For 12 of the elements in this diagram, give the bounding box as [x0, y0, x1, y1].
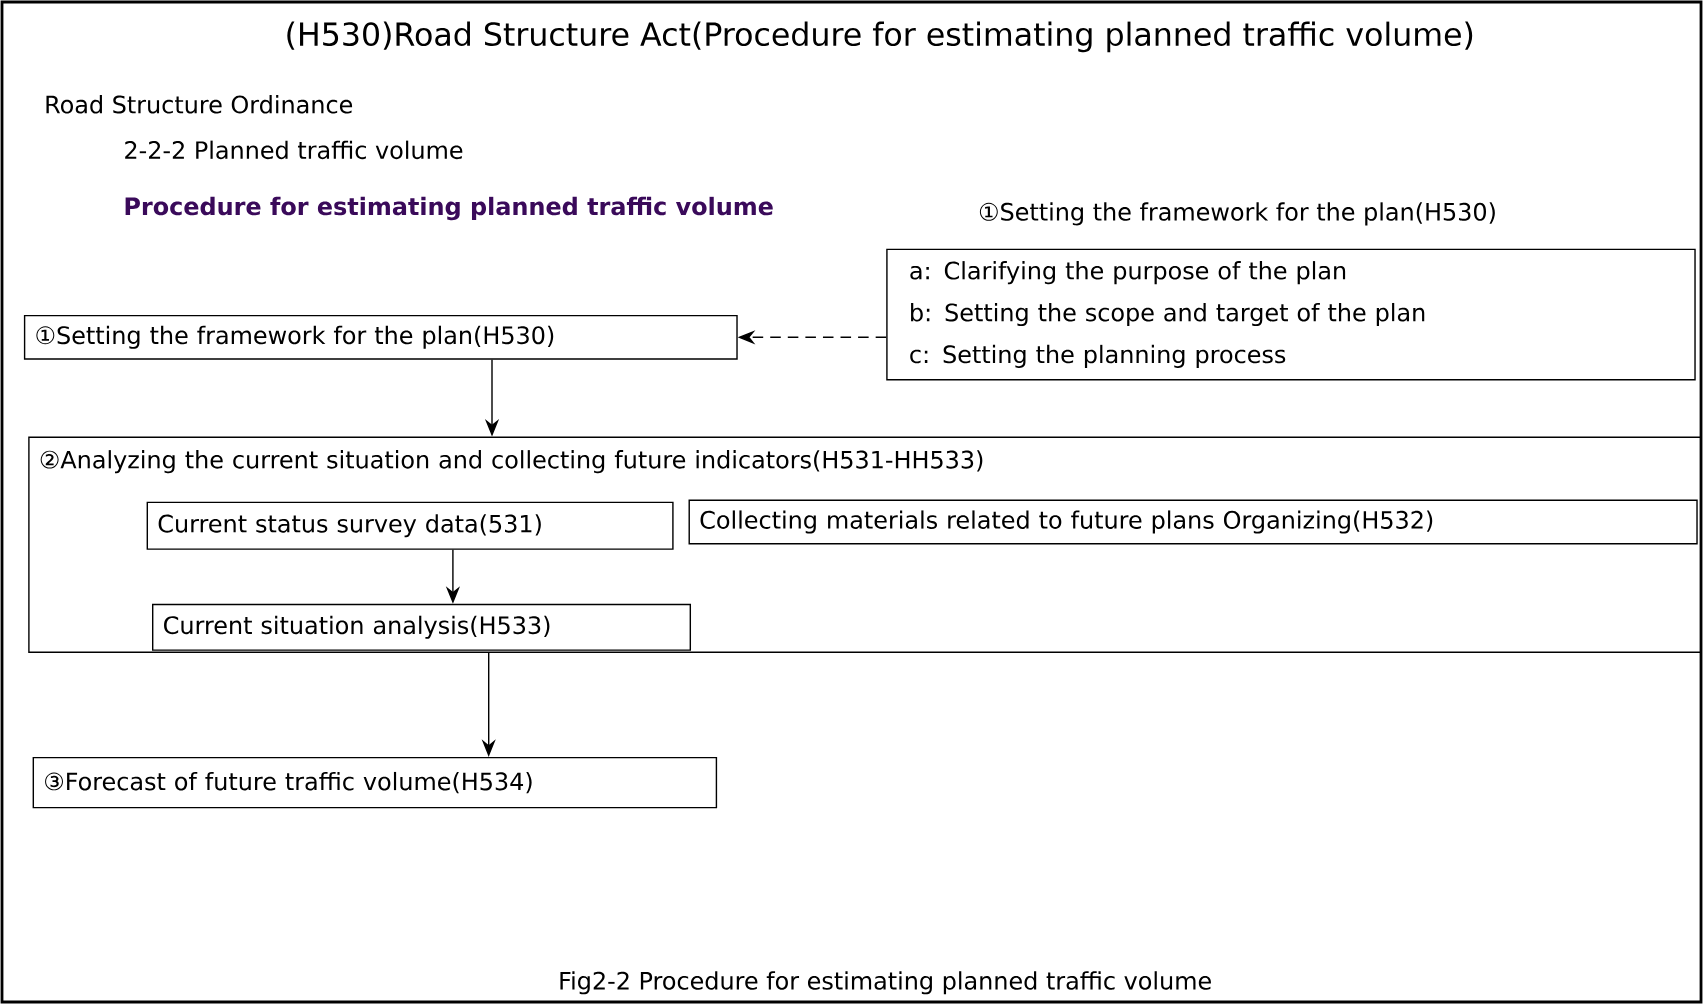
text-label: Road Structure Ordinance [46, 95, 353, 114]
process-box: Collecting materials related to future plans Organizing(H532) [688, 499, 1698, 545]
process-box: Current status survey data(531) [146, 501, 674, 550]
process-box: Current situation analysis(H533) [152, 603, 692, 651]
list-box: a: Clarifying the purpose of the plan b: Setting the scope and target of the plan c: Setting the planning process [886, 248, 1696, 381]
process-box: ①Setting the framework for the plan(H530) [23, 314, 738, 360]
process-box: ③Forecast of future traffic volume(H534) [32, 756, 718, 809]
text-label: 2-2-2 Planned traffic volume [125, 140, 463, 160]
title: (H530)Road Structure Act(Procedure for estimating planned traffic volume) [287, 21, 1473, 53]
caption: Fig2-2 Procedure for estimating planned traffic volume [560, 971, 1211, 995]
text-label: Procedure for estimating planned traffic volume [125, 196, 773, 221]
heading: ①Setting the framework for the plan(H530) [979, 202, 1495, 226]
